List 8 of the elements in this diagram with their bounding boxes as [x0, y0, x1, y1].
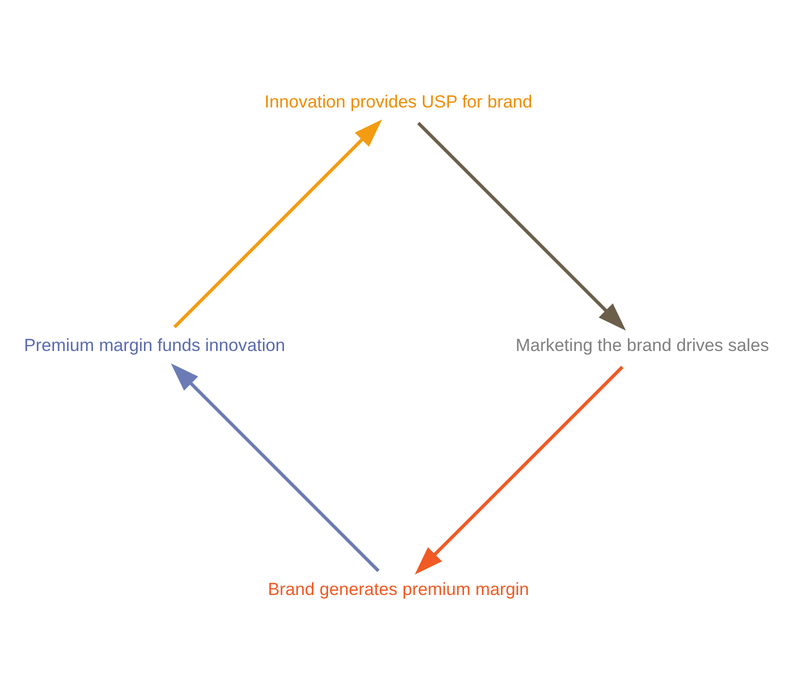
node-text: Marketing the brand drives sales: [516, 335, 769, 356]
node-text: Brand generates premium margin: [268, 579, 529, 600]
node-text: Premium margin funds innovation: [24, 335, 286, 356]
arrow: [414, 366, 624, 575]
arrow: [417, 122, 626, 331]
node-text: Innovation provides USP for brand: [264, 91, 532, 112]
arrow: [170, 363, 380, 572]
arrow: [173, 119, 382, 328]
